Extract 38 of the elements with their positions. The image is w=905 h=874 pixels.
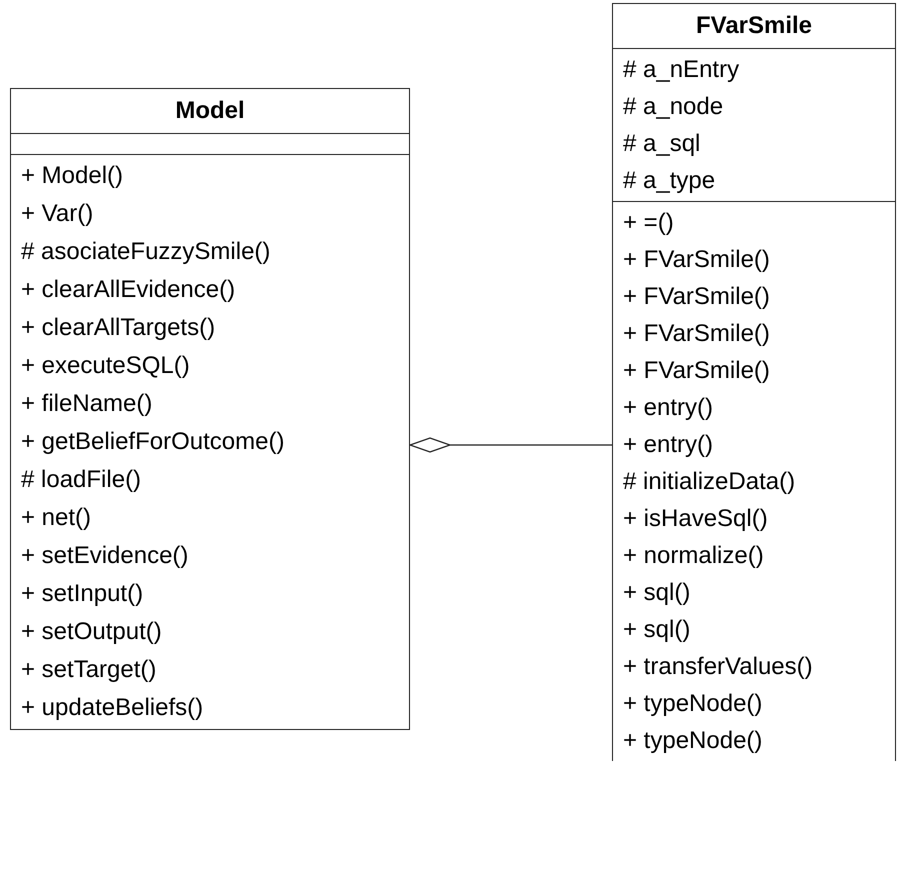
class-name: Model	[11, 89, 409, 134]
method-entry: + typeNode()	[622, 689, 764, 719]
method-entry: + setTarget()	[20, 655, 158, 685]
method-entry: + Model()	[20, 161, 124, 191]
attribute-entry: # a_sql	[622, 129, 702, 159]
method-entry: + FVarSmile()	[622, 356, 771, 386]
method-entry: + setEvidence()	[20, 541, 190, 571]
method-entry: + updateBeliefs()	[20, 693, 204, 723]
method-entry: + FVarSmile()	[622, 245, 771, 275]
method-entry: + entry()	[622, 393, 714, 423]
method-entry: + getBeliefForOutcome()	[20, 427, 286, 457]
method-entry: + entry()	[622, 430, 714, 460]
method-entry: + FVarSmile()	[622, 319, 771, 349]
method-entry: + =()	[622, 208, 675, 238]
method-entry: + sql()	[622, 615, 692, 645]
method-entry: + normalize()	[622, 541, 765, 571]
method-entry: + setOutput()	[20, 617, 163, 647]
class-box	[612, 3, 896, 761]
method-entry: + fileName()	[20, 389, 154, 419]
method-entry: # asociateFuzzySmile()	[20, 237, 272, 267]
method-entry: + Var()	[20, 199, 94, 229]
method-entry: + typeNode()	[622, 726, 764, 756]
method-entry: + clearAllTargets()	[20, 313, 216, 343]
method-entry: + executeSQL()	[20, 351, 191, 381]
attribute-entry: # a_nEntry	[622, 55, 740, 85]
class-name: FVarSmile	[613, 4, 895, 49]
method-entry: + transferValues()	[622, 652, 814, 682]
method-entry: + net()	[20, 503, 92, 533]
method-entry: + setInput()	[20, 579, 144, 609]
method-entry: + isHaveSql()	[622, 504, 769, 534]
method-entry: + clearAllEvidence()	[20, 275, 236, 305]
attribute-entry: # a_type	[622, 166, 716, 196]
aggregation-connector	[409, 437, 612, 453]
method-entry: # loadFile()	[20, 465, 142, 495]
method-entry: # initializeData()	[622, 467, 796, 497]
method-entry: + FVarSmile()	[622, 282, 771, 312]
method-entry: + sql()	[622, 578, 692, 608]
attribute-entry: # a_node	[622, 92, 724, 122]
